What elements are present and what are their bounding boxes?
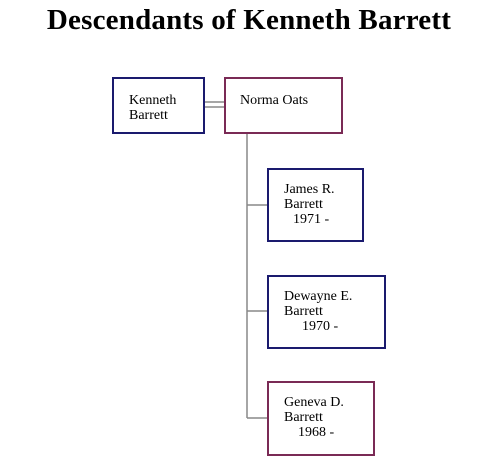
child-name-last: Barrett — [284, 197, 323, 212]
person-name-last: Barrett — [129, 108, 168, 123]
child-name-first: James R. — [284, 182, 335, 197]
page-title: Descendants of Kenneth Barrett — [46, 4, 452, 36]
child-dates: 1970 - — [302, 319, 339, 334]
spouse-name: Norma Oats — [240, 93, 309, 108]
child-name-last: Barrett — [284, 410, 323, 425]
child-box-james-barrett[interactable]: James R. Barrett 1971 - — [267, 168, 364, 242]
child-box-geneva-barrett[interactable]: Geneva D. Barrett 1968 - — [267, 381, 375, 456]
child-name-last: Barrett — [284, 304, 323, 319]
child-box-dewayne-barrett[interactable]: Dewayne E. Barrett 1970 - — [267, 275, 386, 349]
person-name-first: Kenneth — [129, 93, 177, 108]
child-dates: 1971 - — [293, 212, 330, 227]
person-box-kenneth-barrett[interactable]: Kenneth Barrett — [112, 77, 205, 134]
child-name-first: Geneva D. — [284, 395, 344, 410]
child-dates: 1968 - — [298, 425, 335, 440]
child-name-first: Dewayne E. — [284, 289, 353, 304]
spouse-box-norma-oats[interactable]: Norma Oats — [224, 77, 343, 134]
